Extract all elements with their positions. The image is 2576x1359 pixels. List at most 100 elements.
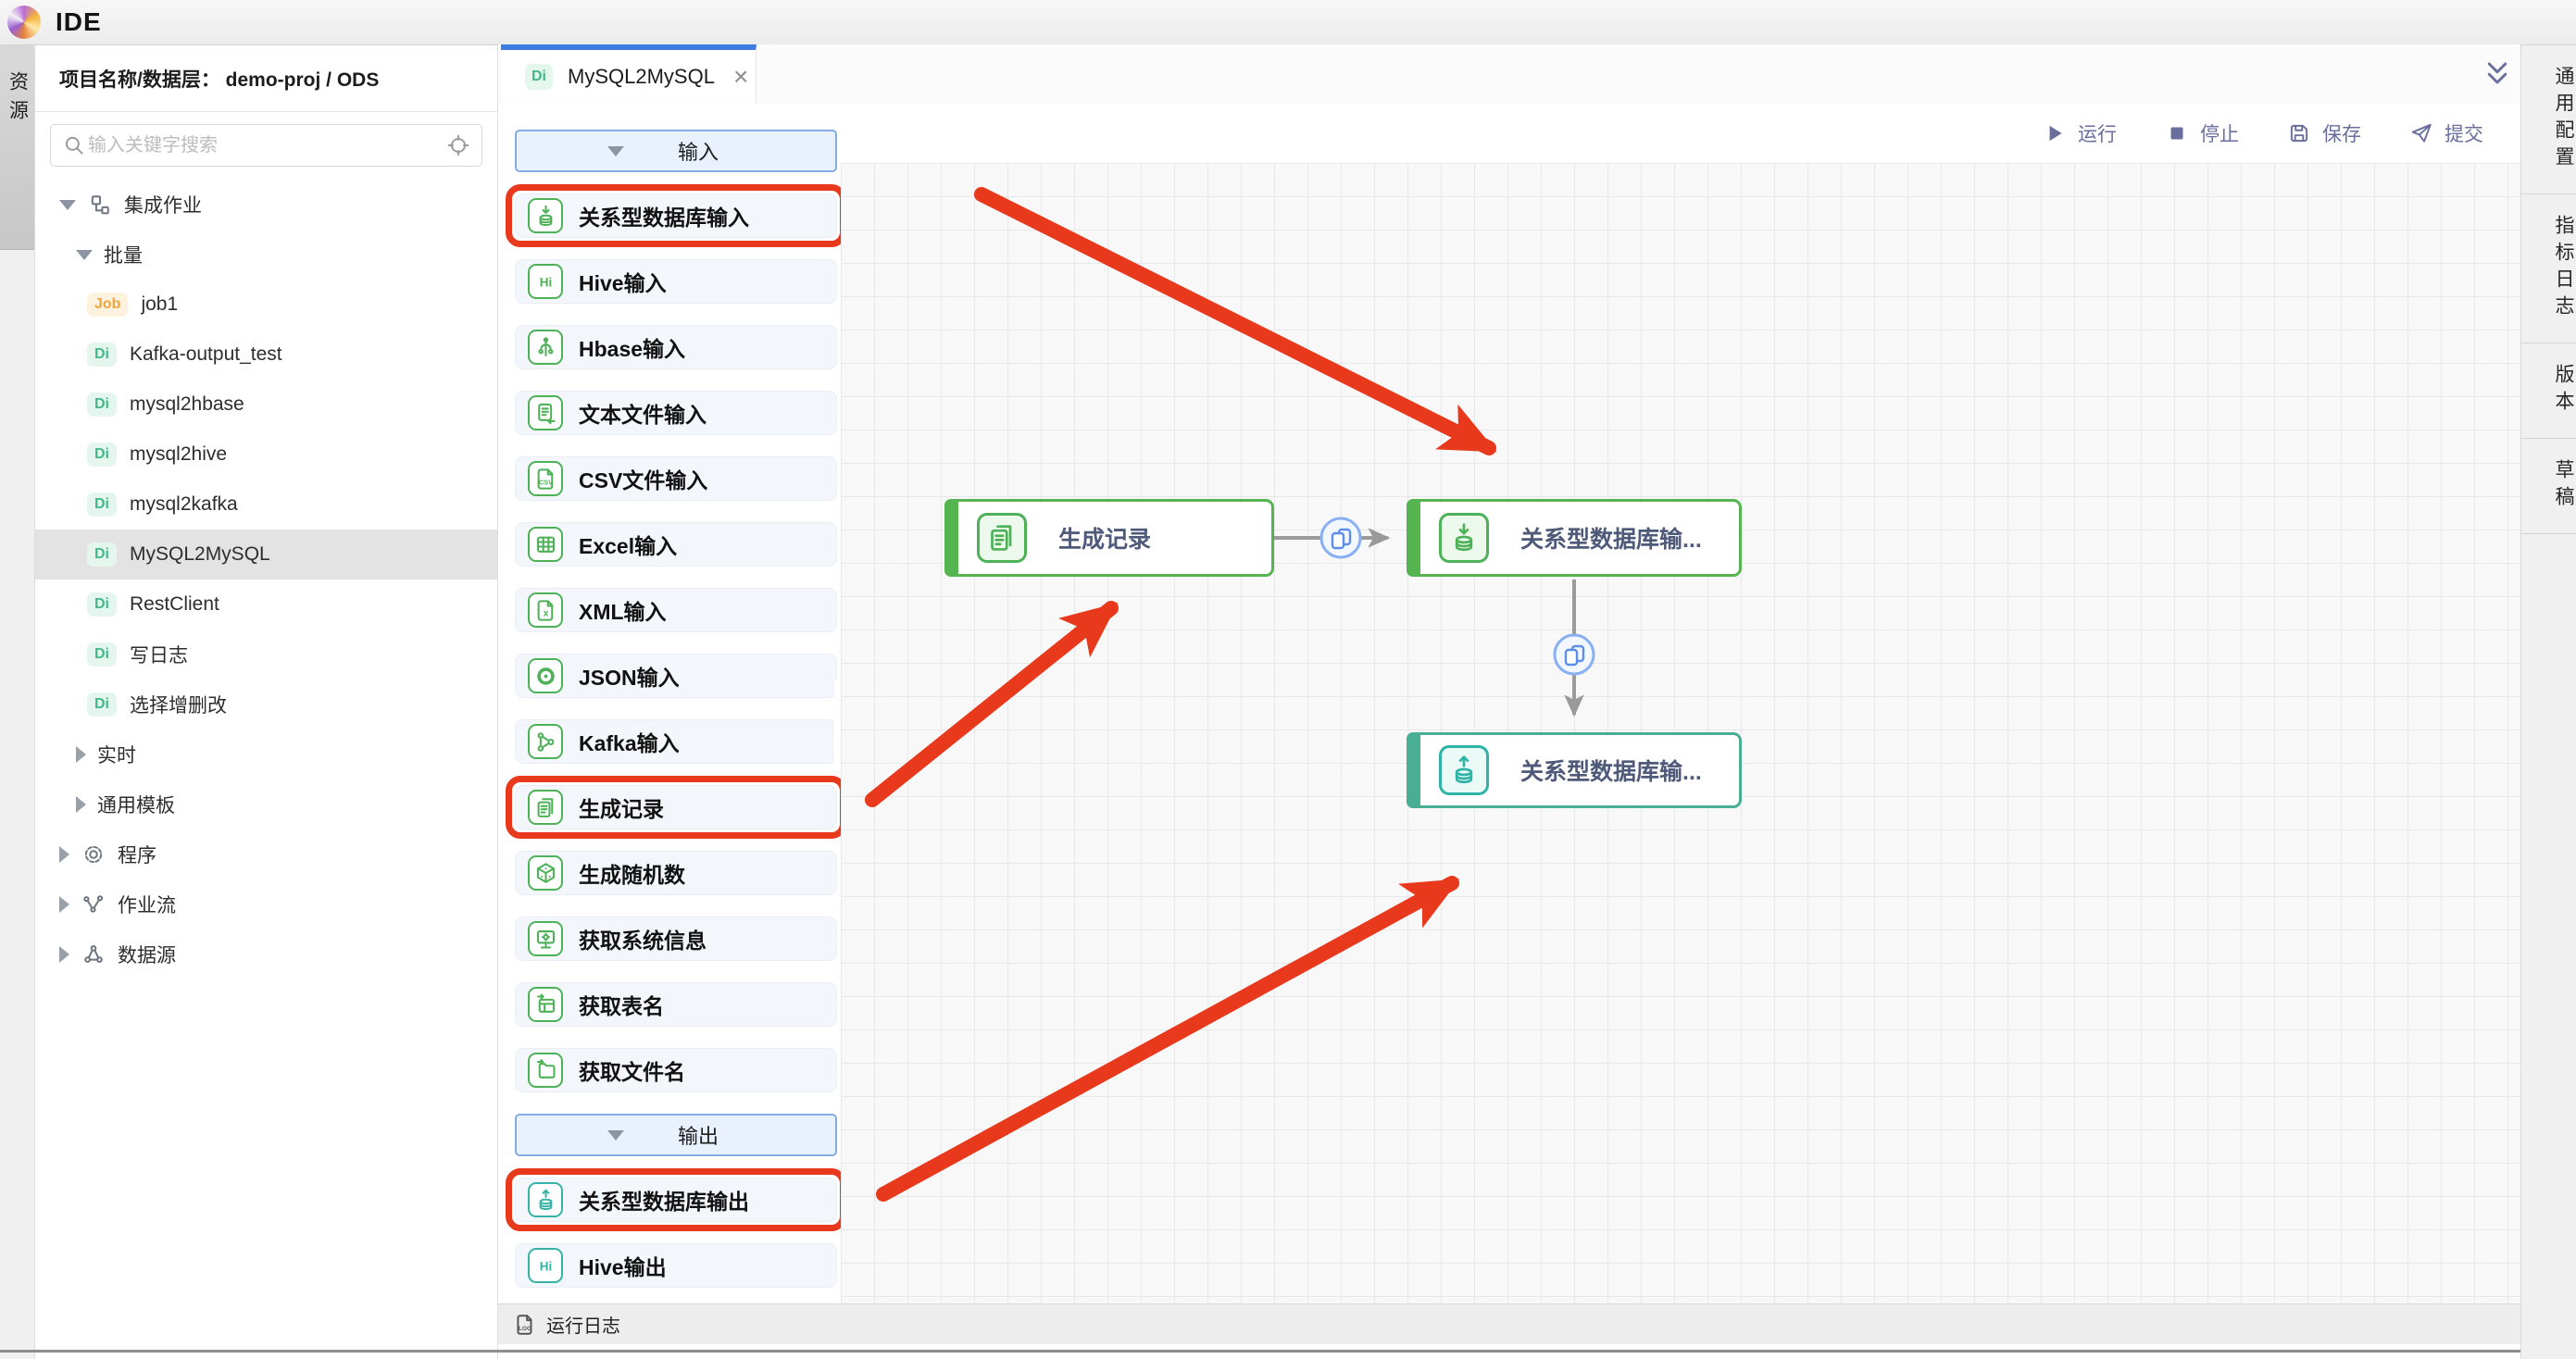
palette-section-header[interactable]: 输入 <box>515 130 837 172</box>
explorer-panel: 项目名称/数据层： demo-proj / ODS 集成作业批量Jobjob1D… <box>35 45 498 1359</box>
double-chevron-down-icon[interactable] <box>2483 59 2511 87</box>
palette-item-Hive输出[interactable]: Hi Hive输出 <box>515 1243 837 1288</box>
palette-item-获取表名[interactable]: 获取表名 <box>515 982 837 1027</box>
palette-item-Hbase输入[interactable]: Hbase输入 <box>515 325 837 369</box>
file-name-icon <box>528 1053 563 1088</box>
hive-icon: Hi <box>528 1248 563 1283</box>
tree-item-label: 数据源 <box>118 945 176 966</box>
palette-item-获取文件名[interactable]: 获取文件名 <box>515 1048 837 1092</box>
editor-tab-bar: Di MySQL2MySQL × <box>498 44 2520 105</box>
chevron-right-icon[interactable] <box>59 896 69 913</box>
db-output-icon <box>1439 745 1489 795</box>
tree-item-集成作业[interactable]: 集成作业 <box>35 180 497 230</box>
chevron-right-icon[interactable] <box>59 846 69 863</box>
node-relational-db-output[interactable]: 关系型数据库输... <box>1407 732 1742 808</box>
tree-item-mysql2hbase[interactable]: Di mysql2hbase <box>35 380 497 430</box>
tree-item-job1[interactable]: Job job1 <box>35 280 497 330</box>
tree-item-批量[interactable]: 批量 <box>35 230 497 280</box>
palette-item-Excel输入[interactable]: Excel输入 <box>515 522 837 567</box>
tree-item-label: 选择增删改 <box>130 695 227 717</box>
palette-item-Kafka输入[interactable]: Kafka输入 <box>515 719 837 764</box>
stop-icon <box>2165 121 2189 145</box>
chevron-down-icon[interactable] <box>76 249 93 260</box>
save-button[interactable]: 保存 <box>2287 119 2361 147</box>
job-badge: Job <box>87 293 129 317</box>
tree-item-作业流[interactable]: 作业流 <box>35 879 497 929</box>
gear-icon <box>81 842 106 867</box>
tree-item-label: job1 <box>141 293 179 315</box>
palette-item-获取系统信息[interactable]: 获取系统信息 <box>515 916 837 961</box>
right-sidebar-tab-版本[interactable]: 版本 <box>2521 343 2576 439</box>
palette-item-JSON输入[interactable]: JSON输入 <box>515 654 837 698</box>
stop-button[interactable]: 停止 <box>2165 119 2239 147</box>
run-log-label: 运行日志 <box>546 1316 620 1337</box>
palette-item-label: Excel输入 <box>579 534 678 558</box>
svg-text:Hi: Hi <box>539 1259 552 1273</box>
palette-item-label: 生成记录 <box>579 797 664 821</box>
palette-section-label: 输入 <box>678 141 719 164</box>
palette-item-label: XML输入 <box>579 600 667 624</box>
palette-item-文本文件输入[interactable]: 文本文件输入 <box>515 391 837 435</box>
tree-item-label: 写日志 <box>130 645 188 667</box>
chevron-right-icon[interactable] <box>76 746 86 763</box>
records-icon <box>528 790 563 825</box>
chevron-right-icon[interactable] <box>76 796 86 813</box>
app-header: IDE <box>0 0 2576 45</box>
locate-icon[interactable] <box>446 133 470 157</box>
tree-item-通用模板[interactable]: 通用模板 <box>35 779 497 829</box>
di-badge: Di <box>87 592 117 617</box>
tree-item-label: MySQL2MySQL <box>130 543 270 565</box>
palette-section-header[interactable]: 输出 <box>515 1114 837 1156</box>
tree-item-实时[interactable]: 实时 <box>35 729 497 779</box>
node-relational-db-input[interactable]: 关系型数据库输... <box>1407 499 1742 577</box>
right-sidebar-tab-草稿[interactable]: 草稿 <box>2521 439 2576 534</box>
palette-item-生成记录[interactable]: 生成记录 <box>506 776 846 839</box>
system-info-icon <box>528 921 563 956</box>
search-box[interactable] <box>50 124 482 167</box>
flow-canvas[interactable]: 生成记录 关系型数据库输... 关系型数据库输... <box>841 163 2520 1303</box>
palette-item-label: 关系型数据库输出 <box>579 1190 749 1214</box>
di-badge: Di <box>87 393 117 417</box>
palette-item-label: Hive输出 <box>579 1255 667 1279</box>
copy-badge-icon[interactable] <box>1553 633 1595 676</box>
right-sidebar-tab-指标日志[interactable]: 指标日志 <box>2521 194 2576 343</box>
palette-item-label: 关系型数据库输入 <box>579 206 749 230</box>
right-sidebar-tab-通用配置[interactable]: 通用配置 <box>2521 45 2576 194</box>
node-generate-records[interactable]: 生成记录 <box>944 499 1274 577</box>
run-button[interactable]: 运行 <box>2043 119 2117 147</box>
tab-mysql2mysql[interactable]: Di MySQL2MySQL × <box>501 44 757 103</box>
db-output-icon <box>528 1182 563 1217</box>
submit-button[interactable]: 提交 <box>2409 119 2483 147</box>
run-log-bar[interactable]: LOG 运行日志 <box>498 1303 2520 1344</box>
palette-item-关系型数据库输入[interactable]: 关系型数据库输入 <box>506 184 846 247</box>
node-accent-bar <box>1407 732 1420 808</box>
chevron-down-icon[interactable] <box>59 199 76 210</box>
tree-item-数据源[interactable]: 数据源 <box>35 929 497 979</box>
copy-badge-icon[interactable] <box>1319 517 1362 559</box>
table-name-icon <box>528 987 563 1022</box>
palette-item-label: CSV文件输入 <box>579 468 708 492</box>
search-input[interactable] <box>86 133 446 157</box>
activity-tab-resources[interactable]: 资源 <box>0 45 34 250</box>
tree-item-label: mysql2hbase <box>130 393 244 415</box>
palette-item-生成随机数[interactable]: 生成随机数 <box>515 851 837 895</box>
close-icon[interactable]: × <box>732 61 749 91</box>
tree-item-label: 通用模板 <box>97 795 175 817</box>
workflow-icon <box>81 891 106 917</box>
tree-item-程序[interactable]: 程序 <box>35 829 497 879</box>
palette-item-关系型数据库输出[interactable]: 关系型数据库输出 <box>506 1168 846 1231</box>
chevron-right-icon[interactable] <box>59 946 69 963</box>
palette-item-label: 生成随机数 <box>579 863 685 887</box>
tree-item-label: mysql2hive <box>130 443 228 465</box>
